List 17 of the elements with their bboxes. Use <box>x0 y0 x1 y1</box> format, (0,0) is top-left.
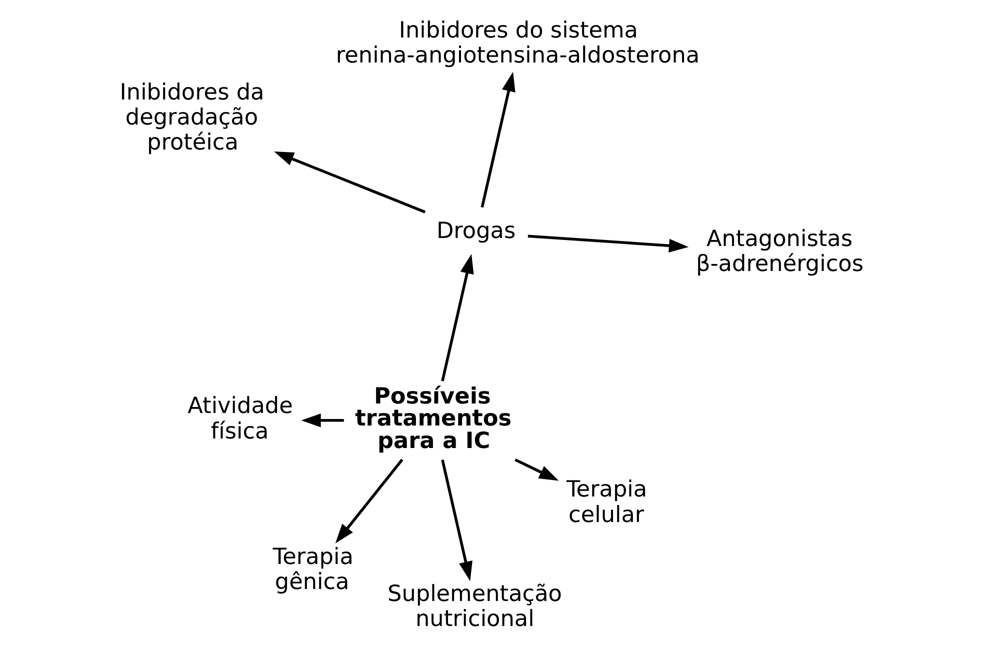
arrow <box>441 459 472 582</box>
node-text: Terapia gênica <box>272 544 354 595</box>
node-text: Inibidores do sistema renina-angiotensina-aldosterona <box>336 18 700 69</box>
arrow <box>528 234 689 253</box>
node-text: Inibidores da degradação protéica <box>120 79 264 156</box>
arrow <box>480 72 516 208</box>
arrow <box>441 254 474 382</box>
arrow <box>274 152 426 214</box>
node-text: Antagonistas β-adrenérgicos <box>696 226 864 278</box>
node-text: Atividade física <box>188 393 293 444</box>
arrow <box>301 414 344 428</box>
node-text: Suplementação nutricional <box>387 580 562 632</box>
node-text: Terapia celular <box>566 476 648 528</box>
node-text: Possíveis tratamentos para a IC <box>355 383 512 454</box>
arrow <box>514 458 559 481</box>
arrow <box>335 458 404 544</box>
node-text: Drogas <box>436 218 516 244</box>
